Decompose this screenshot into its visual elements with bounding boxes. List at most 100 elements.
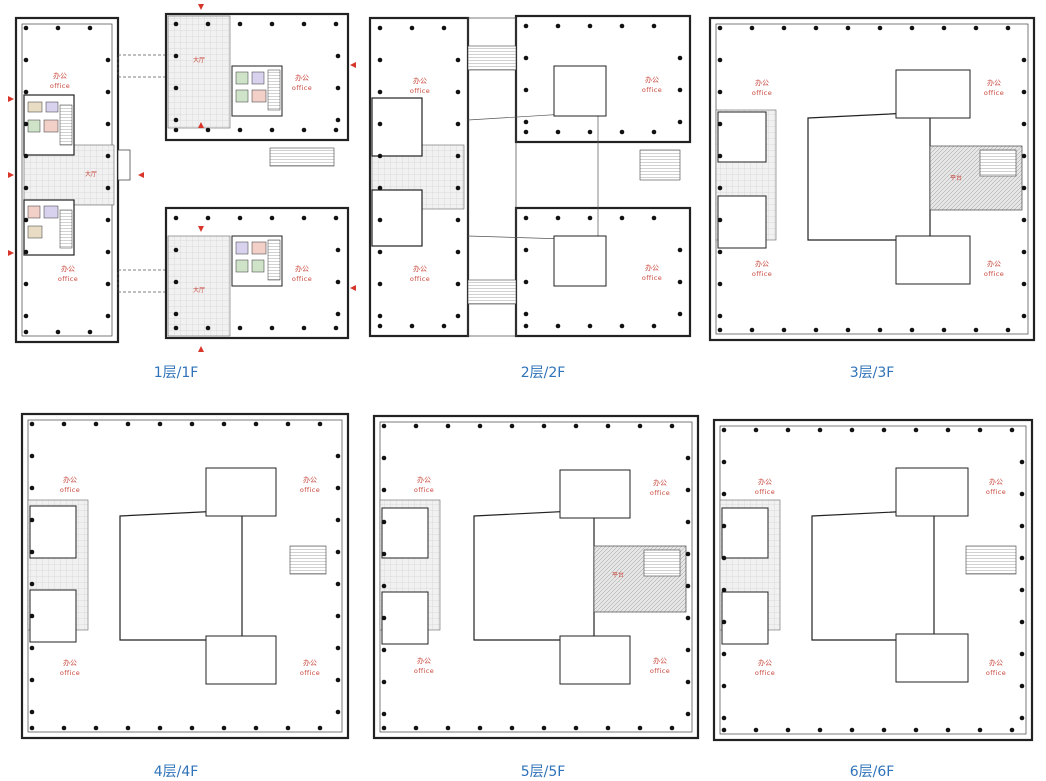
column-dot — [785, 427, 791, 433]
room-label-zh: 办公 — [295, 264, 309, 273]
column-dot — [335, 53, 341, 59]
column-dot — [377, 217, 383, 223]
room-label-zh: 办公 — [987, 259, 1001, 268]
entrance-arrow-icon — [8, 4, 356, 352]
column-dot — [651, 323, 657, 329]
column-dot — [189, 421, 195, 427]
room-label-en: office — [755, 488, 775, 496]
column-dot — [721, 651, 727, 657]
column-dot — [205, 21, 211, 27]
column-dot — [651, 215, 657, 221]
column-dot — [381, 423, 387, 429]
column-dot — [105, 313, 111, 319]
column-dot — [541, 423, 547, 429]
column-dot — [29, 453, 35, 459]
column-dot — [301, 215, 307, 221]
column-dot — [717, 313, 723, 319]
column-dot — [105, 153, 111, 159]
floor-caption-3f: 3层/3F — [850, 365, 895, 381]
column-dot — [301, 127, 307, 133]
column-dot — [377, 249, 383, 255]
column-dot — [455, 89, 461, 95]
column-dot — [237, 127, 243, 133]
column-dot — [587, 23, 593, 29]
column-dot — [677, 119, 683, 125]
column-dot — [413, 423, 419, 429]
column-dot — [555, 129, 561, 135]
room-label-en: office — [300, 486, 320, 494]
column-dot — [335, 279, 341, 285]
room-label-en: office — [642, 274, 662, 282]
column-dot — [269, 127, 275, 133]
column-dot — [105, 57, 111, 63]
column-dot — [721, 459, 727, 465]
column-dot — [1005, 327, 1011, 333]
column-dot — [523, 119, 529, 125]
column-dot — [845, 327, 851, 333]
column-dot — [717, 89, 723, 95]
column-dot — [455, 121, 461, 127]
column-dot — [377, 281, 383, 287]
column-dot — [205, 127, 211, 133]
column-dot — [541, 725, 547, 731]
room-label-zh: 办公 — [645, 263, 659, 272]
column-dot — [377, 121, 383, 127]
column-dot — [23, 57, 29, 63]
column-dot — [669, 725, 675, 731]
column-dot — [605, 423, 611, 429]
column-dot — [237, 215, 243, 221]
column-dot — [335, 485, 341, 491]
lobby-label: 大厅 — [193, 56, 205, 64]
floor-plan-3f — [708, 16, 1036, 342]
column-dot — [677, 311, 683, 317]
column-dot — [23, 185, 29, 191]
column-dot — [23, 89, 29, 95]
column-dot — [253, 421, 259, 427]
column-dot — [619, 23, 625, 29]
column-dot — [941, 327, 947, 333]
column-dot — [301, 325, 307, 331]
column-dot — [317, 421, 323, 427]
column-dot — [335, 311, 341, 317]
column-dot — [523, 311, 529, 317]
column-dot — [749, 327, 755, 333]
room-label-en: office — [642, 86, 662, 94]
column-dot — [753, 427, 759, 433]
column-dot — [173, 21, 179, 27]
column-dot — [721, 587, 727, 593]
column-dot — [377, 313, 383, 319]
column-dot — [685, 551, 691, 557]
column-dot — [455, 281, 461, 287]
column-dot — [677, 279, 683, 285]
floor-caption-2f: 2层/2F — [521, 365, 566, 381]
column-dot — [157, 725, 163, 731]
column-dot — [945, 427, 951, 433]
floor-caption-1f: 1层/1F — [154, 365, 199, 381]
column-dot — [381, 551, 387, 557]
column-dot — [717, 281, 723, 287]
room-label-zh: 办公 — [63, 658, 77, 667]
column-dot — [1019, 619, 1025, 625]
column-dot — [61, 725, 67, 731]
column-dot — [381, 455, 387, 461]
room-label-zh: 办公 — [758, 658, 772, 667]
column-dot — [29, 421, 35, 427]
column-dot — [377, 57, 383, 63]
column-dot — [29, 485, 35, 491]
column-dot — [105, 185, 111, 191]
column-dot — [555, 323, 561, 329]
column-dot — [377, 25, 383, 31]
column-dot — [721, 715, 727, 721]
column-dot — [721, 683, 727, 689]
column-dot — [125, 421, 131, 427]
column-dot — [333, 21, 339, 27]
column-dot — [61, 421, 67, 427]
column-dot — [189, 725, 195, 731]
column-dot — [409, 25, 415, 31]
column-dot — [1009, 727, 1015, 733]
column-dot — [455, 313, 461, 319]
column-dot — [977, 727, 983, 733]
column-dot — [335, 85, 341, 91]
room-label-zh: 办公 — [303, 475, 317, 484]
column-dot — [23, 121, 29, 127]
